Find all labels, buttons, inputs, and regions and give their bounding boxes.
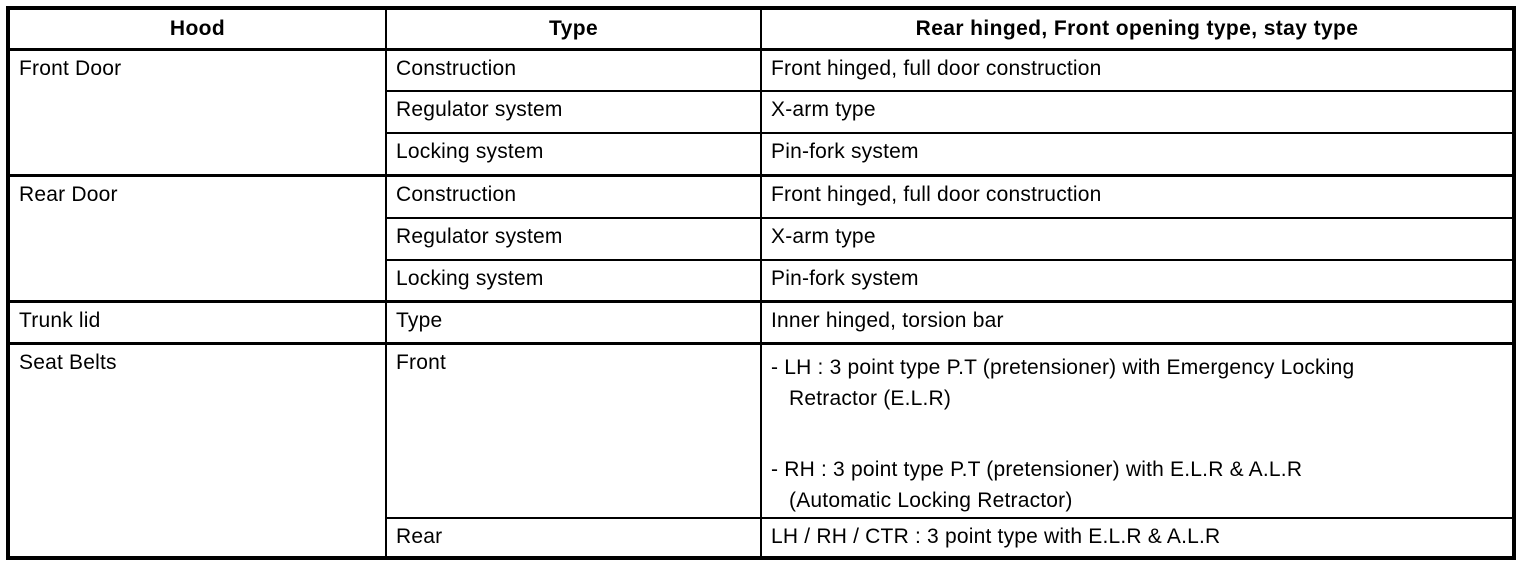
table-row: Trunk lid Type Inner hinged, torsion bar <box>7 300 1515 345</box>
value-cell: Front hinged, full door construction <box>760 47 1515 93</box>
table-row: Locking system Pin-fork system <box>8 132 1515 177</box>
value-cell: Pin-fork system <box>760 258 1515 303</box>
spec-table: Hood Type Rear hinged, Front opening typ… <box>6 6 1516 560</box>
belt-text-line: Retractor (E.L.R) <box>789 387 952 411</box>
group-cell-rear-door: Rear Door <box>7 173 387 303</box>
group-cell-seat-belts: Seat Belts <box>7 342 387 560</box>
header-cell-value: Rear hinged, Front opening type, stay ty… <box>760 6 1515 51</box>
table-row: Locking system Pin-fork system <box>8 258 1515 303</box>
value-cell: Inner hinged, torsion bar <box>760 300 1515 345</box>
value-cell: X-arm type <box>760 90 1515 135</box>
seat-belt-front-rh: - RH : 3 point type P.T (pretensioner) w… <box>771 454 1504 515</box>
belt-text-line: (Automatic Locking Retractor) <box>789 489 1073 513</box>
value-cell: LH / RH / CTR : 3 point type with E.L.R … <box>760 516 1515 560</box>
table-row: Regulator system X-arm type <box>8 90 1515 135</box>
table-row: Seat Belts Front - LH : 3 point type P.T… <box>7 342 1515 560</box>
table-row: Rear LH / RH / CTR : 3 point type with E… <box>8 516 1515 560</box>
group-cell-trunk-lid: Trunk lid <box>7 300 387 345</box>
header-cell-type: Type <box>385 6 762 51</box>
value-cell-seat-belt-front: - LH : 3 point type P.T (pretensioner) w… <box>760 342 1515 519</box>
seat-belt-front-lh: - LH : 3 point type P.T (pretensioner) w… <box>771 352 1504 414</box>
table-row: Regulator system X-arm type <box>8 216 1515 261</box>
item-cell: Rear <box>385 516 762 560</box>
belt-text-line: - LH : 3 point type P.T (pretensioner) w… <box>771 356 1355 380</box>
item-cell: Construction <box>385 47 762 93</box>
header-cell-hood: Hood <box>7 6 387 51</box>
item-cell: Construction <box>385 173 762 219</box>
header-row: Hood Type Rear hinged, Front opening typ… <box>7 6 1515 51</box>
item-cell: Regulator system <box>385 216 762 261</box>
group-cell-front-door: Front Door <box>7 47 387 177</box>
item-cell: Type <box>385 300 762 345</box>
belt-text-line: - RH : 3 point type P.T (pretensioner) w… <box>771 458 1303 482</box>
value-cell: X-arm type <box>760 216 1515 261</box>
table-row: Front Door Construction Front hinged, fu… <box>7 47 1515 177</box>
value-cell: Front hinged, full door construction <box>760 173 1515 219</box>
item-cell: Front <box>385 342 762 519</box>
value-cell: Pin-fork system <box>760 132 1515 177</box>
item-cell: Locking system <box>385 258 762 303</box>
item-cell: Locking system <box>385 132 762 177</box>
item-cell: Regulator system <box>385 90 762 135</box>
table-row: Rear Door Construction Front hinged, ful… <box>7 173 1515 303</box>
